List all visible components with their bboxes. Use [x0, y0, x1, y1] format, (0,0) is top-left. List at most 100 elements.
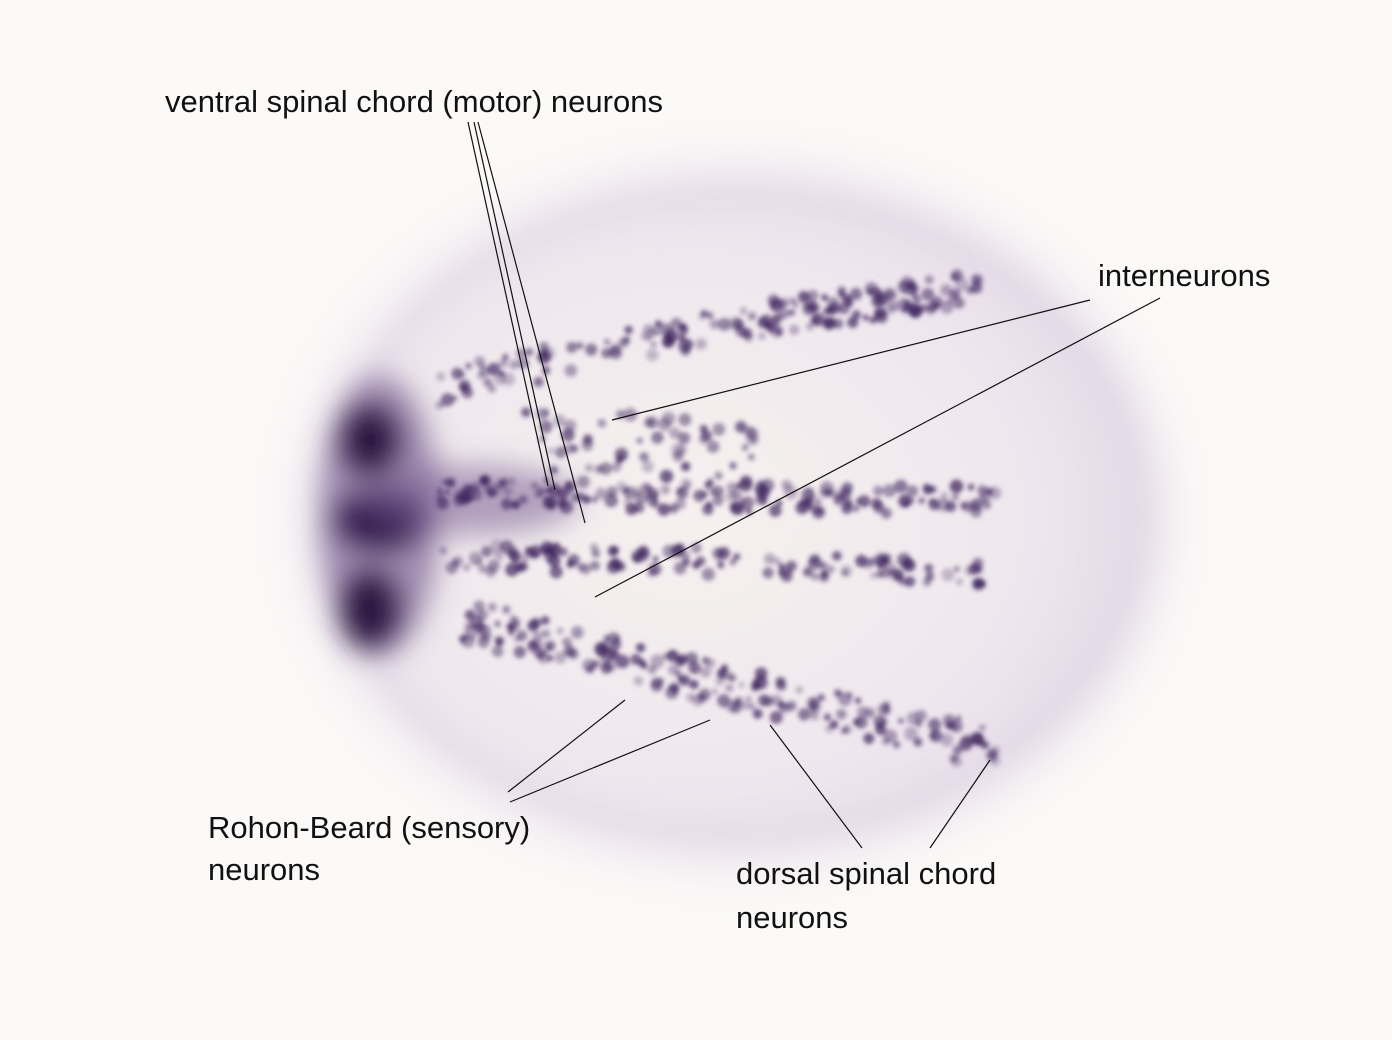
- stained-cell: [788, 309, 795, 316]
- stained-cell: [714, 471, 723, 480]
- stained-cell: [922, 484, 933, 495]
- stained-cell: [689, 679, 699, 690]
- stained-cell: [655, 329, 662, 336]
- stained-cell: [457, 490, 472, 505]
- stained-cell: [789, 324, 800, 335]
- stained-cell: [741, 444, 749, 451]
- leader-dorsal-1: [769, 724, 863, 849]
- stained-cell: [816, 507, 823, 514]
- stained-cell: [969, 505, 983, 518]
- label-rohon-beard-2: neurons: [208, 852, 321, 887]
- stained-cell: [465, 362, 472, 370]
- stained-cell: [633, 676, 644, 686]
- stained-cell: [661, 411, 676, 426]
- label-interneurons: interneurons: [1098, 258, 1271, 293]
- stained-cell: [680, 346, 691, 356]
- stained-cell: [776, 499, 783, 506]
- stained-cell: [540, 615, 550, 625]
- stained-cell: [623, 407, 637, 422]
- stained-cell: [733, 553, 741, 561]
- stained-cell: [458, 379, 471, 392]
- stained-cell: [977, 579, 985, 587]
- stained-cell: [502, 486, 513, 497]
- label-ventral-neurons: ventral spinal chord (motor) neurons: [165, 84, 663, 119]
- stained-cell: [764, 553, 776, 565]
- stained-cell: [773, 557, 782, 566]
- stained-cell: [873, 502, 885, 514]
- stained-cell: [970, 274, 982, 286]
- stained-cell: [852, 505, 860, 512]
- stained-cell: [838, 692, 852, 706]
- stained-cell: [951, 493, 960, 501]
- stained-cell: [597, 418, 607, 428]
- stained-cell: [862, 314, 870, 321]
- stained-cell: [798, 708, 811, 721]
- stained-cell: [715, 676, 724, 686]
- stained-cell: [495, 479, 504, 487]
- stained-cell: [717, 561, 725, 569]
- stained-cell: [717, 317, 731, 331]
- stained-cell: [967, 483, 975, 491]
- stained-cell: [705, 311, 714, 320]
- stained-cell: [623, 486, 636, 499]
- stained-cell: [854, 697, 862, 704]
- stained-cell: [577, 475, 590, 489]
- stained-cell: [925, 571, 935, 581]
- leader-ventral-2: [473, 121, 556, 491]
- stained-cell: [542, 409, 550, 417]
- stained-cell: [918, 497, 926, 505]
- embryo-body: [300, 170, 1160, 860]
- stained-cell: [683, 482, 690, 490]
- stained-cell: [919, 303, 928, 313]
- stained-cell: [901, 558, 915, 571]
- stained-cell: [509, 359, 519, 370]
- stained-cell: [897, 717, 905, 725]
- stained-cell: [539, 435, 546, 443]
- stained-cell: [562, 637, 573, 648]
- stained-cell: [841, 568, 849, 577]
- stained-cell: [473, 600, 485, 612]
- stained-cell: [748, 702, 756, 711]
- stained-cell: [668, 503, 679, 514]
- stained-cell: [729, 461, 737, 468]
- stained-cell: [557, 498, 567, 509]
- stained-cell: [730, 501, 744, 515]
- stained-cell: [811, 316, 820, 326]
- stained-cell: [739, 497, 746, 504]
- stained-cell: [515, 563, 524, 573]
- stained-cell: [806, 322, 814, 331]
- stained-cell: [858, 495, 871, 508]
- leader-ventral-1: [467, 121, 549, 487]
- stained-cell: [904, 726, 919, 741]
- stained-cell: [849, 287, 863, 301]
- stained-cell: [609, 545, 620, 556]
- stained-cell: [498, 358, 509, 368]
- stained-cell: [494, 635, 505, 646]
- stained-cell: [822, 317, 836, 331]
- stained-cell: [818, 561, 828, 570]
- stained-cell: [564, 364, 578, 377]
- stained-cell: [869, 316, 877, 324]
- stained-cell: [595, 487, 607, 500]
- stained-cell: [709, 319, 720, 330]
- stained-cell: [444, 489, 451, 495]
- stained-cell: [954, 277, 969, 292]
- stained-cell: [953, 566, 960, 572]
- stained-cell: [539, 420, 553, 434]
- stained-cell: [487, 384, 497, 393]
- stained-cell: [701, 567, 715, 581]
- stained-cell: [507, 623, 517, 632]
- stained-cell: [672, 450, 684, 462]
- stained-cell: [712, 422, 726, 436]
- stained-cell: [863, 733, 875, 744]
- stained-cell: [445, 477, 456, 488]
- stained-cell: [556, 488, 569, 501]
- stained-cell: [929, 731, 938, 740]
- stained-cell: [478, 365, 490, 377]
- stained-cell: [832, 551, 842, 561]
- stained-cell: [915, 709, 927, 722]
- stained-cell: [668, 427, 681, 439]
- stained-cell: [940, 733, 953, 747]
- stained-cell: [533, 376, 544, 388]
